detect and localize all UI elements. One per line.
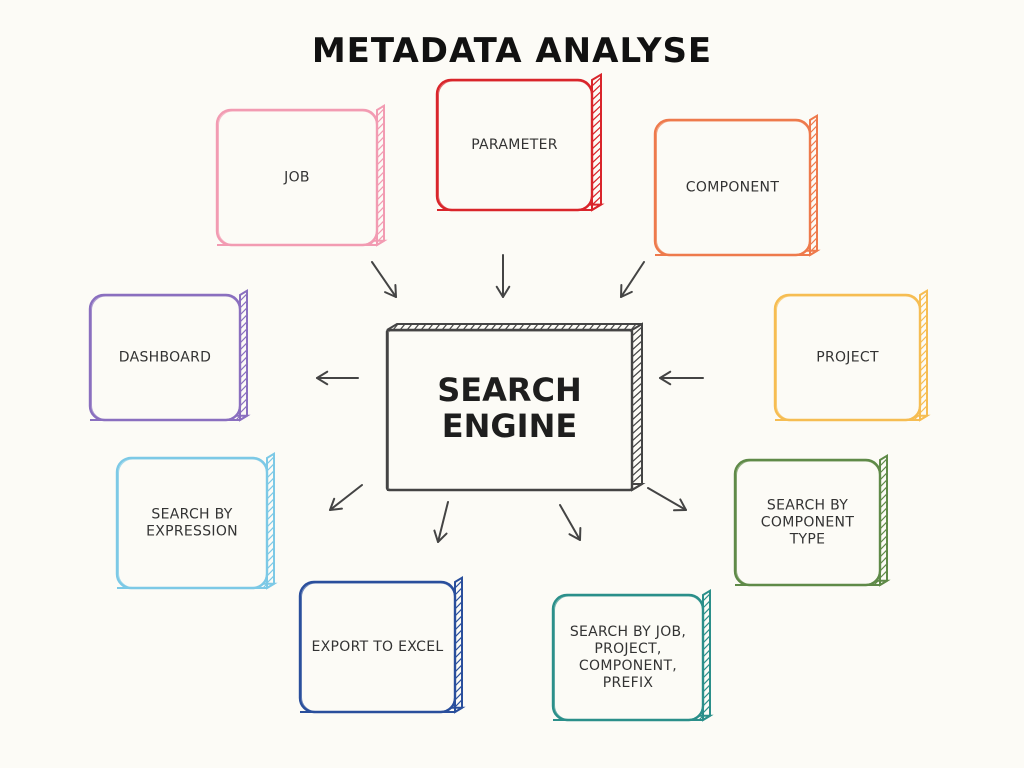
component-node: COMPONENT [653, 114, 821, 257]
arrowhead [329, 497, 343, 511]
arrowhead [568, 527, 582, 541]
arrowhead [384, 284, 397, 298]
arrow [659, 370, 704, 386]
arrow-layer [316, 254, 704, 543]
arrowhead [495, 285, 511, 298]
arrowhead [659, 370, 672, 386]
job-node: JOB [215, 104, 388, 247]
arrow [329, 484, 363, 511]
arrow [433, 501, 449, 543]
node-label-line: SEARCH BY [767, 498, 848, 514]
node-label-line: PROJECT [816, 350, 879, 366]
search-by-job-node: SEARCH BY JOB,PROJECT,COMPONENT,PREFIX [551, 589, 714, 722]
node-label-line: COMPONENT [761, 515, 855, 531]
arrow [316, 370, 359, 386]
node-label-line: SEARCH BY JOB, [570, 624, 686, 640]
node-label-line: EXPRESSION [146, 524, 238, 540]
node-label-line: SEARCH BY [151, 507, 232, 523]
project-node: PROJECT [773, 289, 931, 422]
node-label-line: PARAMETER [471, 137, 558, 153]
arrow [495, 254, 511, 298]
node-label-line: DASHBOARD [119, 350, 211, 366]
node-label-line: TYPE [789, 532, 826, 548]
node-label-line: COMPONENT [686, 180, 780, 196]
export-to-excel-node: EXPORT TO EXCEL [298, 576, 466, 714]
dashboard-node: DASHBOARD [88, 289, 251, 422]
diagram-title: METADATA ANALYSE [312, 31, 712, 71]
node-label-line: PREFIX [603, 675, 654, 691]
node-label-line: SEARCH [437, 371, 582, 409]
node-label-line: PROJECT, [594, 641, 661, 657]
node-label-line: JOB [283, 170, 310, 186]
arrow [647, 487, 687, 512]
arrowhead [620, 284, 633, 298]
node-label-line: COMPONENT, [579, 658, 677, 674]
arrow [371, 261, 397, 298]
arrowhead [673, 498, 687, 512]
parameter-node: PARAMETER [435, 72, 605, 212]
arrow [620, 261, 645, 298]
arrow [559, 504, 582, 541]
arrowhead [316, 370, 329, 386]
arrowhead [433, 529, 448, 543]
node-label-line: EXPORT TO EXCEL [312, 639, 444, 655]
node-label-line: ENGINE [442, 407, 577, 445]
